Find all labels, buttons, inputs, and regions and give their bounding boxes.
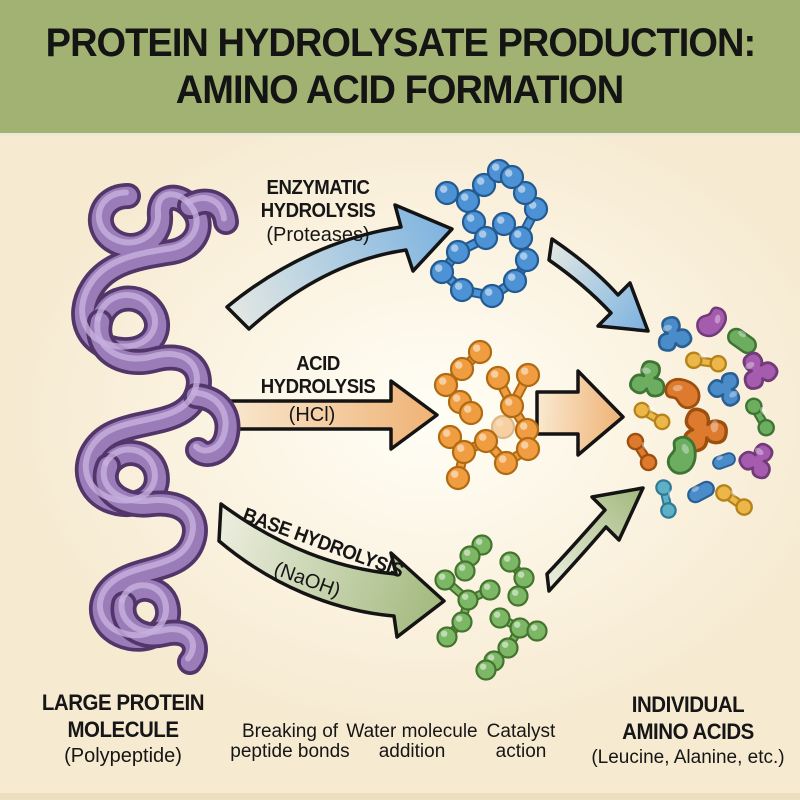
amino-acid-blob-blue xyxy=(687,480,715,504)
amino-acid-blob-green xyxy=(745,397,775,437)
breaking-caption-line1: Breaking of xyxy=(241,721,339,742)
amino-caption-line2: AMINO ACIDS xyxy=(622,719,754,744)
catalyst-action-caption: Catalyst action xyxy=(461,722,581,762)
breaking-caption-line2: peptide bonds xyxy=(230,741,350,762)
acid-label-line1: ACID xyxy=(296,353,340,375)
amino-acid-blob-teal xyxy=(655,479,677,519)
acid-hydrolysis-label: ACID HYDROLYSIS xyxy=(218,353,418,399)
amino-acid-blob-purple xyxy=(738,442,774,480)
amino-examples-caption: (Leucine, Alanine, etc.) xyxy=(591,747,785,768)
amino-acid-blob-green xyxy=(629,360,666,398)
base-peptide-fragments xyxy=(434,534,548,681)
enzymatic-peptide-fragments xyxy=(429,158,549,309)
amino-acid-blob-blue xyxy=(712,452,736,470)
enzymatic-arrow xyxy=(225,203,454,331)
catalyst-caption-line1: Catalyst xyxy=(486,721,556,742)
breaking-peptide-bonds-caption: Breaking of peptide bonds xyxy=(220,722,360,762)
amino-acid-blob-orange xyxy=(664,377,701,410)
water-caption-line1: Water molecule xyxy=(346,721,478,742)
individual-amino-acids-caption: INDIVIDUAL AMINO ACIDS (Leucine, Alanine… xyxy=(568,691,800,771)
enzymatic-hydrolysis-label: ENZYMATIC HYDROLYSIS (Proteases) xyxy=(218,177,418,248)
page-title-line1: PROTEIN HYDROLYSATE PRODUCTION: xyxy=(45,20,755,65)
amino-acids-cluster xyxy=(626,306,779,519)
hcl-catalyst-label: (HCl) xyxy=(288,404,336,426)
proteases-catalyst-label: (Proteases) xyxy=(266,224,370,246)
base-arrow xyxy=(217,502,446,639)
title-banner: PROTEIN HYDROLYSATE PRODUCTION: AMINO AC… xyxy=(0,0,800,136)
amino-acid-blob-gold xyxy=(633,401,671,431)
large-protein-caption-line1: LARGE PROTEIN xyxy=(41,690,205,715)
enzymatic-label-line1: ENZYMATIC xyxy=(266,177,370,199)
water-caption-line2: addition xyxy=(378,741,446,762)
amino-acid-blob-blue xyxy=(707,371,741,407)
page-title-line2: AMINO ACID FORMATION xyxy=(176,67,624,112)
base-convergence-arrow xyxy=(545,486,645,593)
amino-acid-blob-orange xyxy=(683,407,728,453)
acid-convergence-arrow xyxy=(535,369,625,457)
amino-acid-blob-green xyxy=(727,327,757,355)
polypeptide-caption: (Polypeptide) xyxy=(64,745,182,767)
large-protein-caption: LARGE PROTEIN MOLECULE (Polypeptide) xyxy=(23,689,223,769)
enzymatic-label-line2: HYDROLYSIS xyxy=(260,200,376,222)
acid-label-line2: HYDROLYSIS xyxy=(260,376,376,398)
amino-acid-blob-orange xyxy=(626,432,658,472)
catalyst-caption-line2: action xyxy=(495,741,547,762)
large-protein-caption-line2: MOLECULE xyxy=(67,717,179,742)
amino-caption-line1: INDIVIDUAL xyxy=(631,692,745,717)
amino-acid-blob-green xyxy=(666,435,697,475)
amino-acid-blob-purple xyxy=(742,351,779,390)
amino-acid-blob-gold xyxy=(715,484,753,516)
acid-arrow xyxy=(226,379,439,451)
protein-molecule-illustration xyxy=(71,183,241,675)
amino-acid-blob-purple xyxy=(696,306,727,338)
water-molecule-addition-caption: Water molecule addition xyxy=(342,722,482,762)
amino-acid-blob-blue xyxy=(657,316,693,352)
bottom-edge-strip xyxy=(0,793,800,800)
acid-peptide-fragments xyxy=(433,339,541,491)
enzymatic-convergence-arrow xyxy=(547,237,650,333)
amino-acid-blob-gold xyxy=(684,351,728,373)
